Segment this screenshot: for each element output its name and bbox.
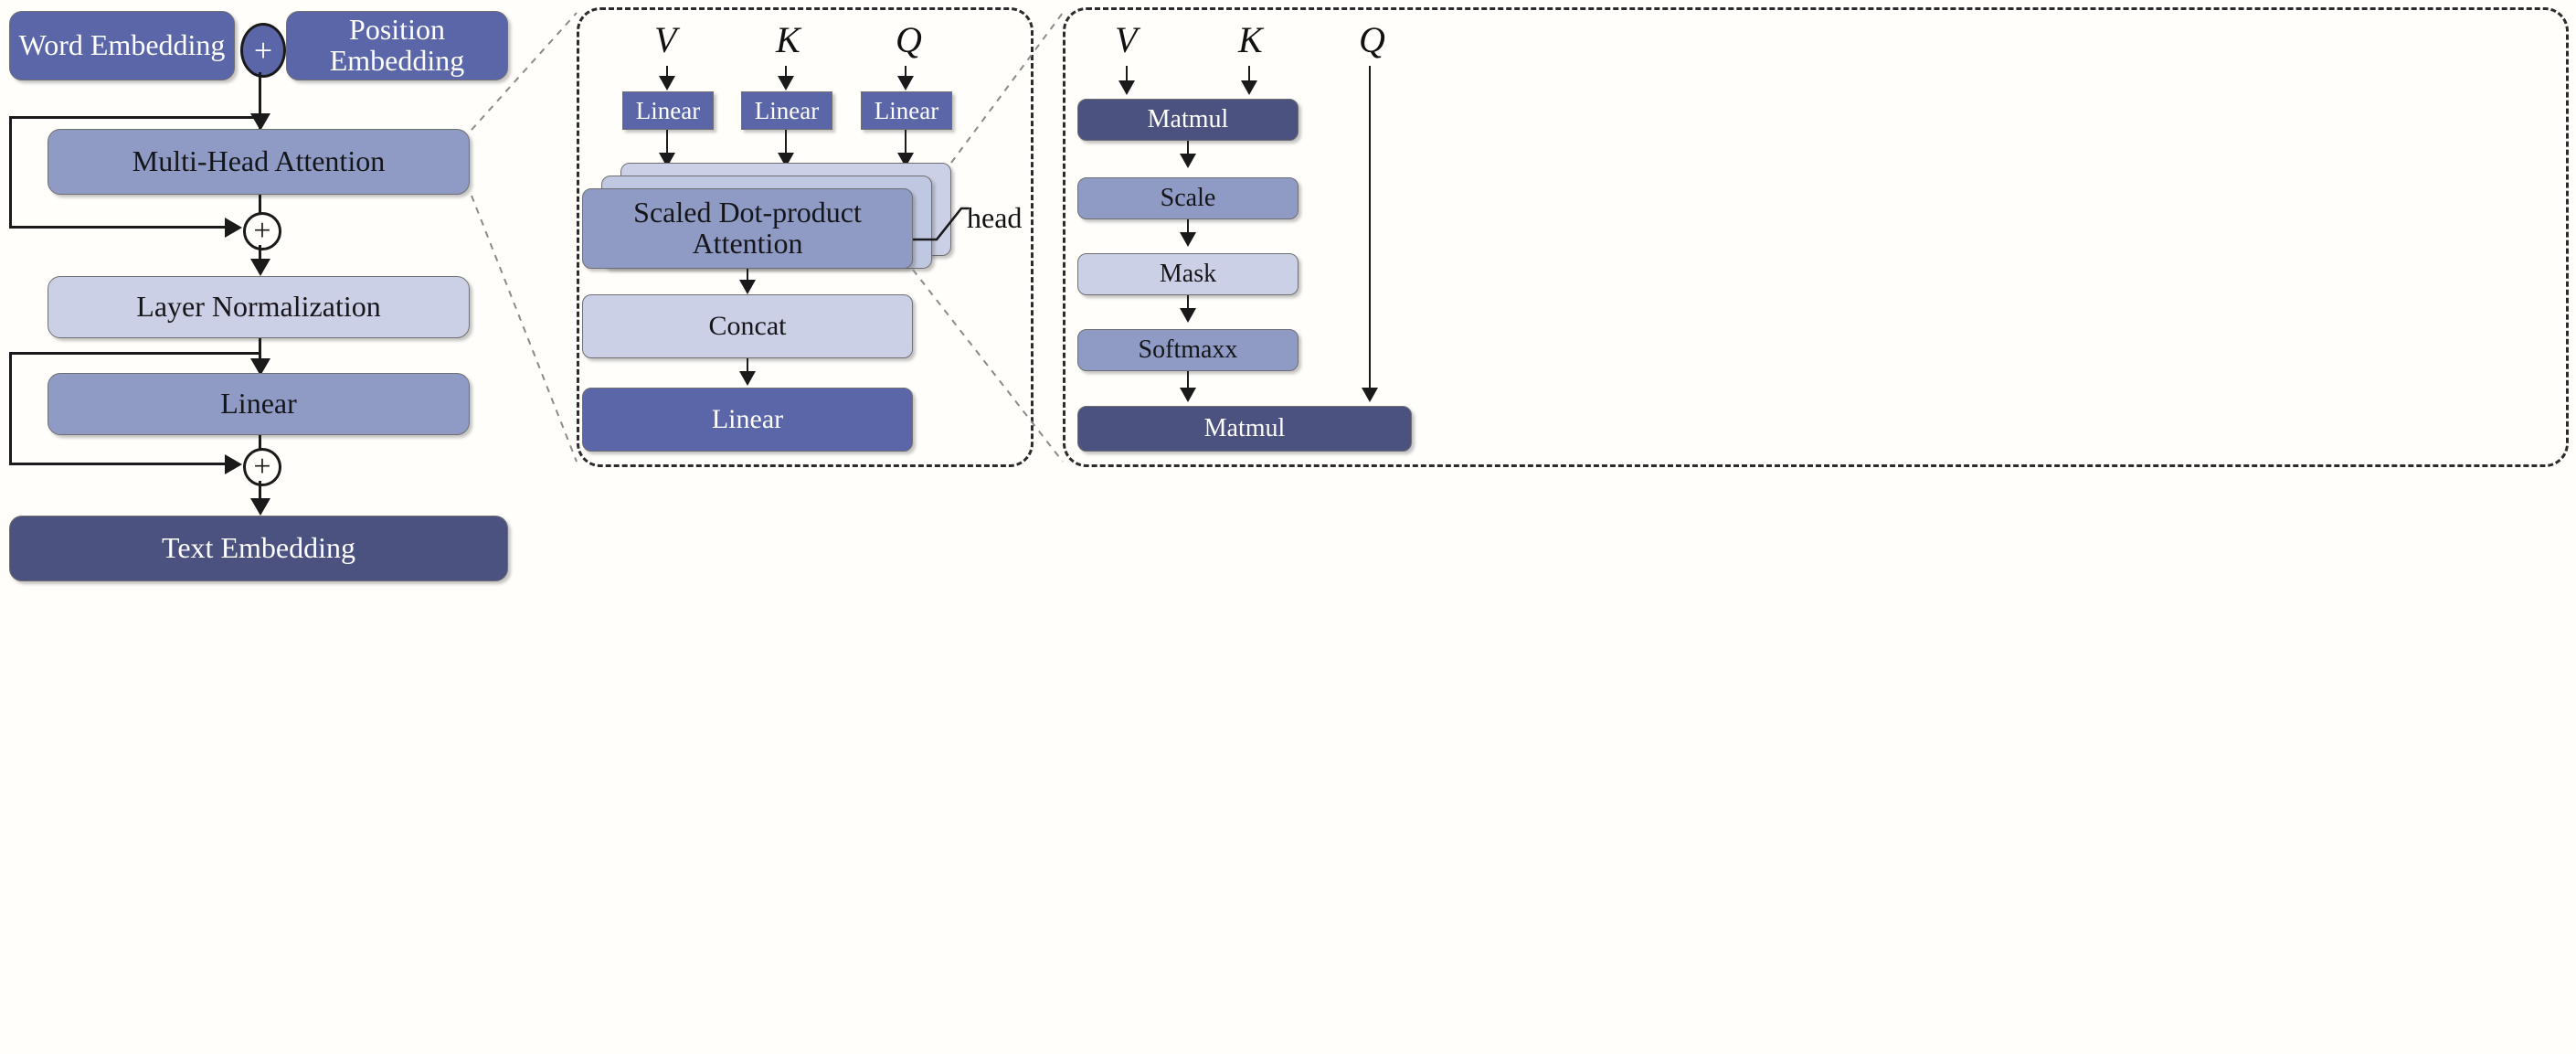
arrow-k-to-linear [778, 76, 794, 90]
arrow-softmax-to-matmul [1180, 388, 1196, 402]
mask-out [1187, 295, 1189, 315]
arrow-to-text-embedding [250, 498, 270, 516]
matmul-top-box: Matmul [1077, 99, 1299, 141]
arrow-mask-to-softmax [1180, 308, 1196, 323]
residual-tap-2-h [9, 352, 260, 355]
arrow-sdpa-to-concat [739, 280, 756, 294]
output-linear-box: Linear [582, 388, 913, 452]
linear-v-out [666, 130, 668, 163]
linear-box-left: Linear [48, 373, 470, 435]
linear-box-v: Linear [622, 91, 714, 130]
arrow-v-to-matmul [1118, 80, 1135, 95]
q-bypass-line [1369, 66, 1371, 399]
softmax-box: Softmaxx [1077, 329, 1299, 371]
scale-box: Scale [1077, 177, 1299, 219]
embedding-sum-node: + [240, 23, 286, 78]
text-embedding-box: Text Embedding [9, 516, 508, 581]
residual-add-2: + [243, 448, 281, 486]
ln-out-line [259, 338, 261, 375]
linear-box-k: Linear [741, 91, 832, 130]
label-q-mid: Q [896, 19, 922, 60]
linear-k-out [785, 130, 787, 163]
linear-out-line [259, 435, 261, 450]
arrow-to-linear [250, 358, 270, 376]
word-embedding-box: Word Embedding [9, 11, 235, 80]
residual-add-1: + [243, 212, 281, 250]
add2-out-line [259, 481, 261, 505]
label-k-mid: K [776, 19, 800, 60]
concat-box: Concat [582, 294, 913, 358]
k-in-line-right [1248, 66, 1250, 90]
linear-q-out [905, 130, 906, 163]
arrow-k-to-matmul [1241, 80, 1257, 95]
multi-head-attention-panel [577, 7, 1034, 467]
trunk-line-1 [259, 72, 261, 129]
arrow-concat-to-linear [739, 371, 756, 386]
v-in-line-right [1126, 66, 1128, 90]
linear-box-q: Linear [861, 91, 952, 130]
label-v-right: V [1115, 19, 1138, 60]
add1-out-line [259, 245, 261, 265]
head-label: head [967, 201, 1023, 234]
label-q-right: Q [1359, 19, 1385, 60]
mha-out-line [259, 195, 261, 214]
residual-return-1-h [9, 226, 231, 229]
sdpa-out-line [747, 269, 748, 287]
multi-head-attention-box: Multi-Head Attention [48, 129, 470, 195]
arrow-v-to-linear [659, 76, 675, 90]
scale-out [1187, 219, 1189, 240]
concat-out-line [747, 358, 748, 378]
label-v-mid: V [654, 19, 677, 60]
residual-tap-1-h [9, 116, 260, 119]
arrow-residual-1 [225, 218, 242, 238]
arrow-to-layernorm [250, 259, 270, 276]
matmul-bottom-box: Matmul [1077, 406, 1412, 452]
arrow-q-to-linear [897, 76, 914, 90]
layer-normalization-box: Layer Normalization [48, 276, 470, 338]
mask-box: Mask [1077, 253, 1299, 295]
matmul-top-out [1187, 141, 1189, 161]
residual-tap-1-v [9, 116, 12, 228]
scaled-dot-product-attention-panel [1063, 7, 2569, 467]
arrow-q-to-matmul-bottom [1362, 388, 1378, 402]
residual-return-2-h [9, 463, 231, 465]
arrow-residual-2 [225, 454, 242, 474]
position-embedding-box: Position Embedding [286, 11, 508, 80]
arrow-scale-to-mask [1180, 232, 1196, 247]
label-k-right: K [1238, 19, 1263, 60]
residual-tap-2-v [9, 352, 12, 465]
softmax-out [1187, 371, 1189, 391]
arrow-matmul-to-scale [1180, 154, 1196, 168]
scaled-dot-product-attention-box: Scaled Dot-product Attention [582, 188, 913, 269]
